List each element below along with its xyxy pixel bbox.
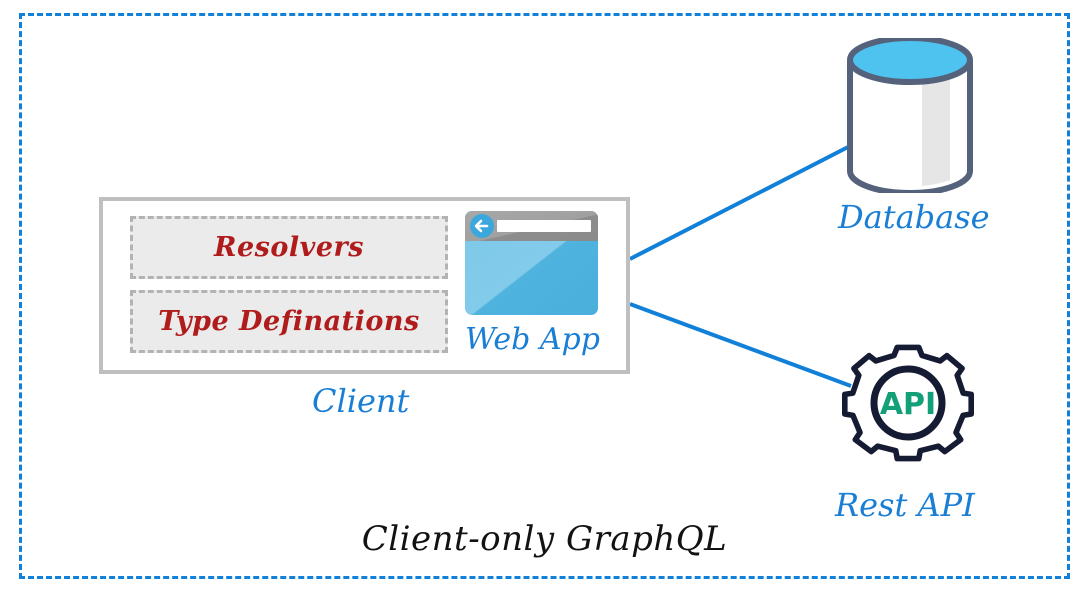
client-block-type-definations-label: Type Definations [158,306,420,337]
diagram-outer-frame [19,13,1070,579]
client-block-type-definations[interactable]: Type Definations [130,290,448,353]
database-cylinder-icon[interactable] [838,38,983,193]
address-bar [497,220,591,232]
client-block-resolvers-label: Resolvers [214,232,364,263]
gear-inner-circle [870,365,946,441]
gear-api-icon[interactable]: API [838,333,978,473]
client-label: Client [312,382,410,420]
gear-api-text: API [880,387,936,422]
back-arrow-icon [470,214,494,238]
rest-api-label: Rest API [835,486,975,524]
client-block-resolvers[interactable]: Resolvers [130,216,448,279]
database-label: Database [838,198,990,236]
browser-window-icon[interactable] [465,211,598,315]
diagram-title: Client-only GraphQL [361,519,728,559]
webapp-label: Web App [465,322,600,357]
